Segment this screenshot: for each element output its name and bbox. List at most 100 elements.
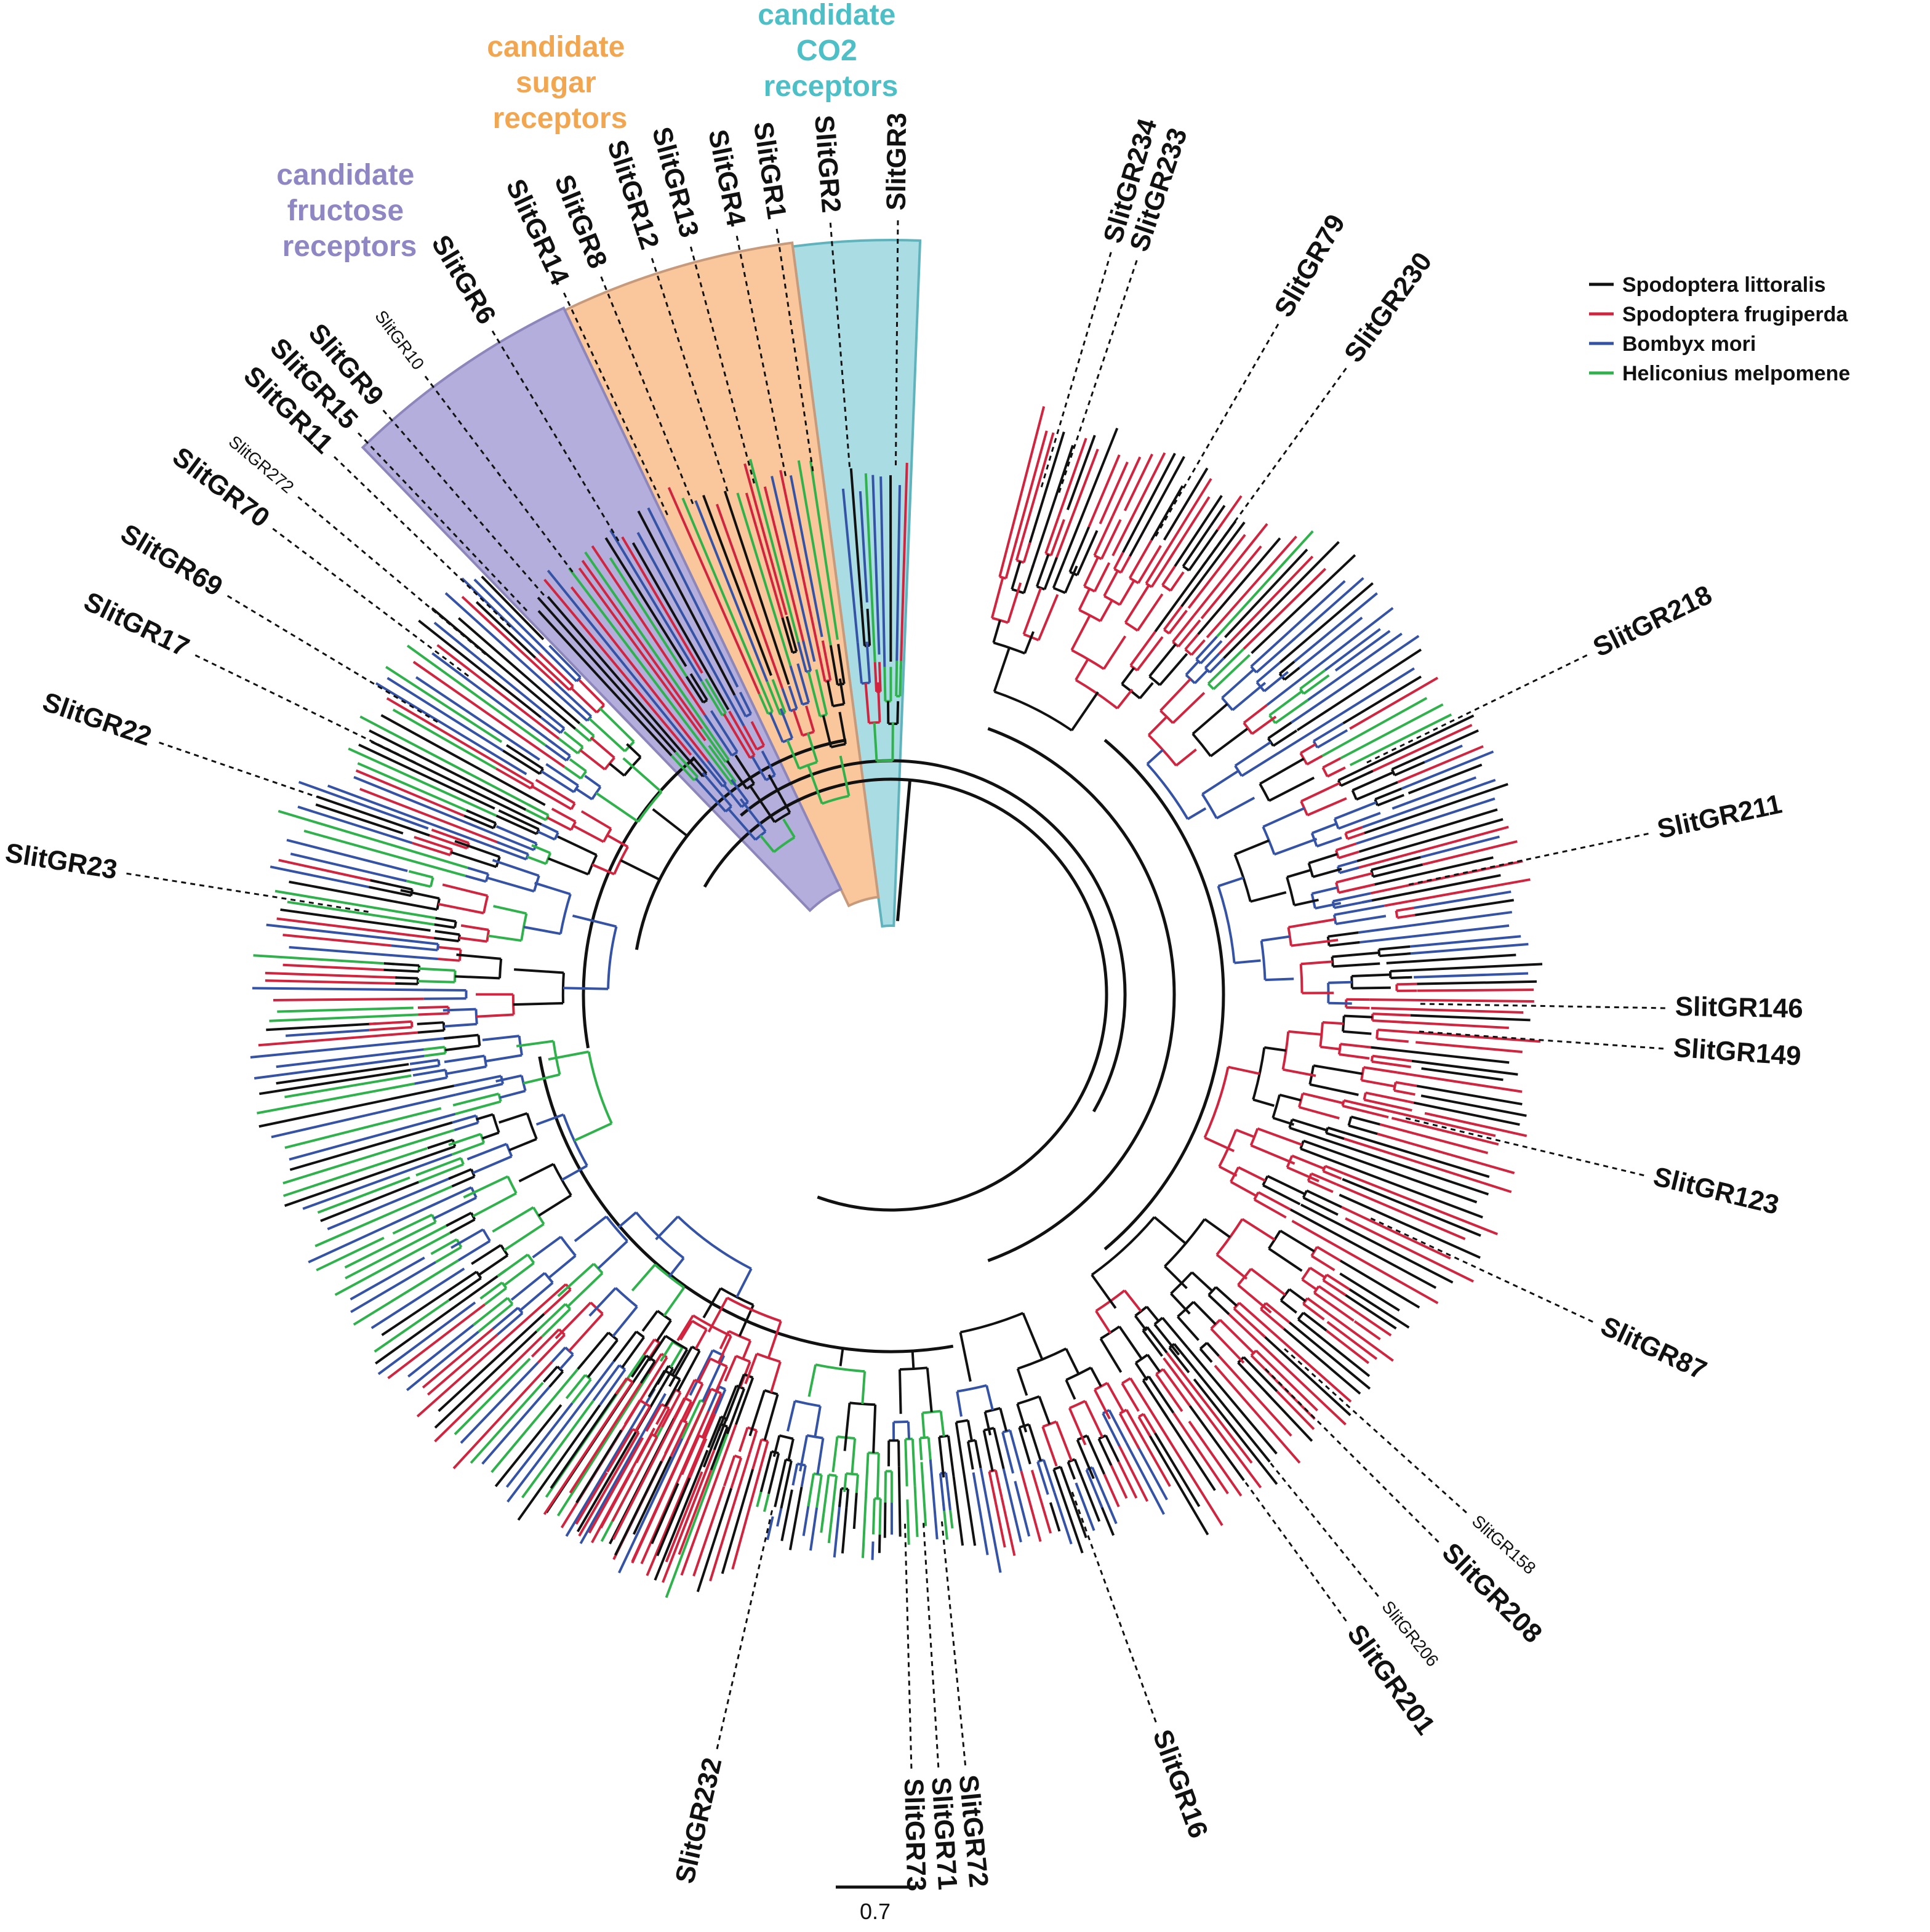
branch-tip (1067, 1508, 1083, 1553)
branch-internal (1102, 519, 1121, 559)
branch-tip (835, 1502, 840, 1558)
branch-internal (1178, 1317, 1199, 1340)
branch-internal (1251, 1269, 1286, 1294)
branch-internal (643, 1311, 657, 1331)
branch-arc (1139, 1414, 1143, 1417)
branch-internal (846, 1489, 848, 1507)
branch-tip (286, 1030, 369, 1036)
branch-arc (615, 1288, 637, 1307)
branch-internal (1023, 588, 1041, 634)
branch-internal (1397, 915, 1415, 918)
branch-internal (1336, 873, 1372, 883)
branch-tip (318, 1177, 410, 1213)
branch-internal (538, 1335, 564, 1363)
branch-tip (614, 1415, 677, 1539)
legend-label-bombyx: Bombyx mori (1622, 332, 1756, 356)
branch-internal (1372, 1014, 1411, 1015)
branch-internal (582, 811, 611, 828)
branch-tip (265, 980, 395, 984)
branch-internal (1303, 1198, 1338, 1215)
branch-arc (608, 926, 616, 988)
branch-tip (1280, 583, 1373, 663)
tip-label: SlitGR23 (3, 838, 119, 885)
branch-internal (1236, 1130, 1254, 1137)
branch-internal (1130, 540, 1151, 579)
branch-internal (985, 1412, 991, 1435)
branch-internal (1257, 662, 1280, 682)
branch-tip (265, 973, 397, 977)
branch-internal (524, 1075, 560, 1083)
branch-tip (1370, 1000, 1534, 1001)
branch-internal (1264, 1048, 1286, 1051)
branch-internal (1289, 1128, 1324, 1139)
branch-internal (1372, 1062, 1411, 1067)
branch-internal (880, 1499, 881, 1534)
branch-internal (771, 1361, 780, 1392)
branch-internal (570, 760, 586, 771)
branch-arc (1092, 1217, 1155, 1275)
branch-internal (621, 860, 660, 880)
branch-internal (1173, 615, 1195, 642)
branch-tip (1292, 1221, 1438, 1304)
branch-internal (1165, 1266, 1187, 1288)
branch-tip (1297, 649, 1421, 730)
legend: Spodoptera littoralis Spodoptera frugipe… (1589, 273, 1850, 385)
branch-internal (1217, 798, 1254, 818)
branch-internal (1317, 838, 1342, 846)
branch-tip (811, 1507, 817, 1550)
branch-arc (500, 959, 501, 979)
branch-internal (1140, 683, 1153, 699)
branch-internal (1120, 580, 1134, 605)
branch-internal (1379, 953, 1411, 956)
branch-tip (1359, 809, 1497, 852)
branch-internal (1207, 1343, 1219, 1356)
leader-line (1367, 655, 1588, 763)
branch-internal (1340, 1044, 1371, 1047)
clade-title-fructose: candidate fructose receptors (276, 159, 422, 263)
branch-internal (1333, 893, 1371, 901)
tip-label: SlitGR208 (1436, 1537, 1548, 1649)
branch-internal (1336, 844, 1356, 851)
branch-internal (627, 744, 640, 757)
branch-internal (504, 1263, 534, 1285)
branch-internal (1339, 884, 1375, 892)
clade-title-co2-line1: candidate (758, 0, 895, 31)
branch-internal (989, 1472, 995, 1499)
branch-internal (1039, 1397, 1050, 1424)
branch-internal (1095, 563, 1110, 591)
branch-internal (1347, 833, 1364, 839)
tip-label: SlitGR6 (425, 230, 502, 329)
branch-internal (1155, 1217, 1186, 1243)
branch-internal (1396, 984, 1417, 985)
branch-tip (1173, 1413, 1228, 1493)
branch-tip (266, 1024, 376, 1030)
branch-arc (636, 1331, 644, 1337)
branch-internal (1148, 717, 1166, 736)
branch-internal (444, 1024, 477, 1027)
branch-internal (873, 1499, 875, 1534)
branch-arc (431, 878, 433, 887)
branch-tip (1276, 1381, 1315, 1419)
branch-internal (425, 1053, 446, 1056)
branch-internal (1103, 1413, 1119, 1446)
branch-tip (1397, 1073, 1522, 1092)
tip-label: SlitGR10 (371, 307, 428, 373)
branch-internal (656, 1216, 678, 1239)
branch-internal (1262, 937, 1290, 941)
branch-internal (1135, 1363, 1147, 1380)
branch-internal (576, 789, 592, 800)
branch-internal (1340, 868, 1359, 873)
branch-internal (1054, 1469, 1067, 1508)
branch-internal (369, 1027, 412, 1030)
branch-arc (638, 792, 662, 822)
branch-arc (1054, 1467, 1060, 1469)
branch-internal (444, 1272, 476, 1293)
branch-internal (535, 883, 571, 894)
branch-tip (1076, 1483, 1094, 1530)
branch-internal (841, 1349, 843, 1366)
branch-internal (1204, 1219, 1230, 1237)
branch-internal (572, 1379, 591, 1403)
branch-tip (1415, 1042, 1523, 1052)
backbone-arc (1105, 740, 1223, 1249)
branch-internal (598, 1241, 628, 1268)
